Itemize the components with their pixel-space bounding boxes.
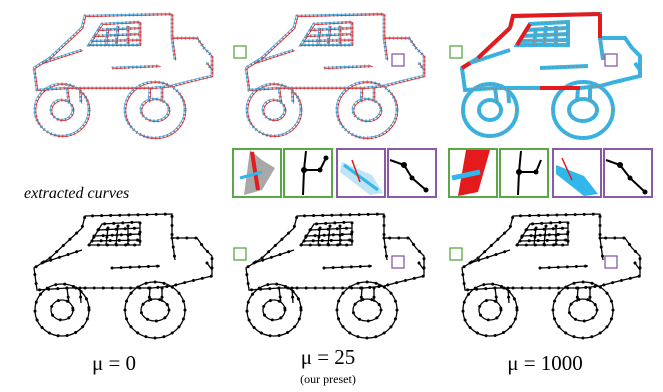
insets-mu1000: [448, 148, 653, 198]
input-sketch-mu25: [233, 12, 426, 140]
purple-highlight-box: [391, 255, 405, 269]
green-highlight-box: [233, 247, 247, 261]
inset-green-graph-mu25: [283, 148, 333, 198]
purple-highlight-box: [391, 53, 405, 67]
extracted-curves-mu0: [32, 212, 214, 340]
column-label-mu0: μ = 0: [92, 351, 136, 375]
red-highlight-segments: [460, 12, 602, 90]
column-label-mu25: μ = 25: [301, 345, 356, 369]
inset-green-heatmap-mu25: [232, 148, 282, 198]
column-label-mu1000: μ = 1000: [507, 351, 583, 375]
inset-purple-heatmap-mu25: [336, 148, 386, 198]
inset-green-graph-mu1000: [499, 148, 549, 198]
green-highlight-box: [449, 247, 463, 261]
purple-highlight-box: [604, 53, 618, 67]
inset-green-heatmap-mu1000: [448, 148, 498, 198]
inset-purple-graph-mu25: [387, 148, 437, 198]
input-sketch-mu1000: [449, 12, 642, 140]
preset-note: (our preset): [300, 372, 356, 386]
purple-highlight-box: [604, 255, 618, 269]
input-sketch-mu0: [32, 12, 214, 140]
green-highlight-box: [233, 45, 247, 59]
extracted-curves-mu25: [233, 212, 426, 340]
inset-purple-graph-mu1000: [603, 148, 653, 198]
inset-purple-heatmap-mu1000: [552, 148, 602, 198]
extracted-curves-mu1000: [449, 212, 642, 340]
extracted-curves-label: extracted curves: [24, 185, 129, 202]
insets-mu25: [232, 148, 437, 198]
green-highlight-box: [449, 45, 463, 59]
